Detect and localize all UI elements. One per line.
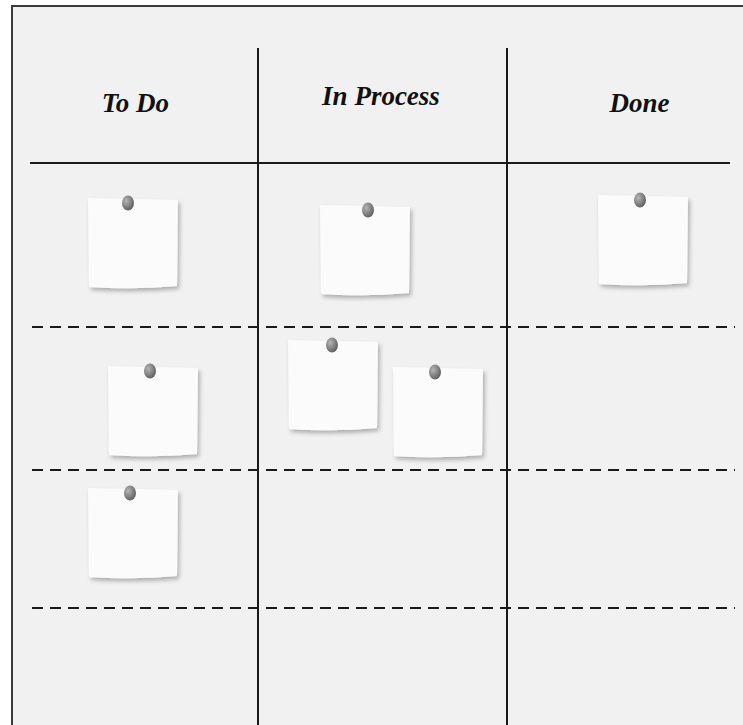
- push-pin: [124, 486, 136, 501]
- column-divider: [257, 48, 259, 725]
- sticky-note: [88, 198, 178, 288]
- header-rule: [30, 162, 730, 164]
- push-pin: [429, 365, 441, 380]
- column-header: Done: [609, 86, 670, 121]
- sticky-notes: [88, 193, 688, 579]
- push-pin: [122, 196, 134, 211]
- sticky-note: [88, 488, 178, 578]
- column-divider: [506, 48, 508, 725]
- row-dividers: [32, 327, 735, 608]
- sticky-note: [108, 366, 198, 456]
- sticky-note: [320, 205, 410, 295]
- column-header: To Do: [101, 86, 170, 121]
- push-pin: [326, 338, 338, 353]
- sticky-note: [598, 195, 688, 285]
- push-pin: [634, 193, 646, 208]
- push-pin: [144, 364, 156, 379]
- column-header: In Process: [322, 79, 440, 114]
- push-pin: [362, 203, 374, 218]
- sticky-note: [288, 340, 378, 430]
- board: [12, 6, 743, 725]
- sticky-note: [393, 367, 483, 457]
